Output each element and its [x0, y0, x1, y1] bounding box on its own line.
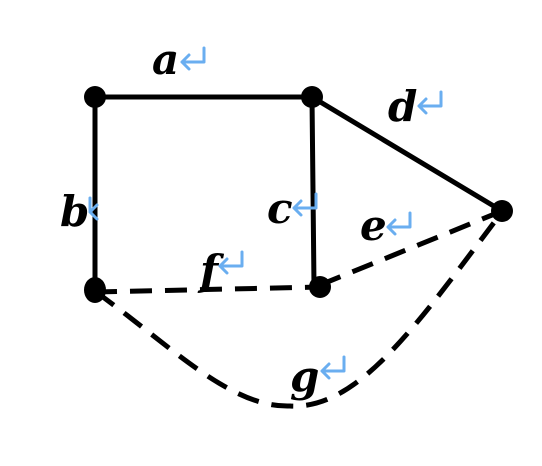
vertex-v1	[84, 86, 106, 108]
paragraph-mark-icon	[88, 196, 99, 221]
vertex-v4	[84, 277, 106, 303]
vertex-v5	[309, 276, 331, 298]
paragraph-mark-icon	[386, 211, 412, 236]
paragraph-mark-icon	[292, 192, 318, 217]
paragraph-mark-icon	[218, 250, 244, 275]
paragraph-mark-icon	[320, 355, 346, 380]
edge-d	[309, 94, 505, 214]
paragraph-mark-icon	[180, 46, 206, 71]
paragraph-mark-icon	[417, 90, 443, 115]
edge-f	[94, 284, 321, 295]
edge-label-c: c	[267, 184, 293, 233]
edge-label-d: d	[388, 82, 417, 131]
edge-label-a: a	[152, 35, 179, 84]
edge-label-e: e	[360, 201, 387, 250]
edge-label-b: b	[60, 187, 89, 236]
edge-g	[94, 210, 504, 409]
vertex-v2	[301, 86, 323, 108]
edge-label-g: g	[290, 352, 319, 401]
edge-c	[309, 94, 317, 289]
vertex-v3	[491, 200, 513, 222]
